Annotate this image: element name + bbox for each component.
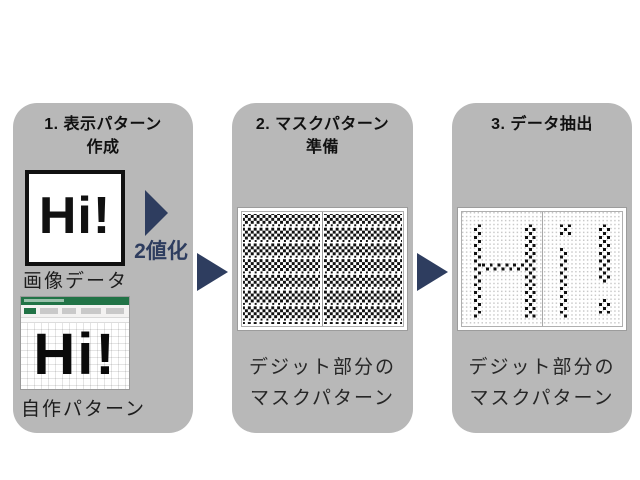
excel-screenshot: Hi! <box>20 296 130 390</box>
excel-ribbon-group-icon <box>81 308 101 314</box>
step2-title: 2. マスクパターン 準備 <box>232 113 413 159</box>
step2-caption-line1: デジット部分の <box>248 357 396 378</box>
step1-title: 1. 表示パターン 作成 <box>13 113 193 159</box>
image-data-box-text: Hi! <box>38 187 112 245</box>
step2-title-line1: 2. マスクパターン <box>255 116 390 133</box>
panel-step3: 3. データ抽出 デジット部分の マスクパターン <box>452 103 632 433</box>
step2-caption-line2: マスクパターン <box>249 388 396 410</box>
step3-caption-line1: デジット部分の <box>468 357 616 378</box>
step1-title-line1: 1. 表示パターン <box>44 116 162 133</box>
extracted-pattern-grid <box>461 211 623 327</box>
step-arrow-1-icon <box>197 253 228 291</box>
excel-formula-bar <box>21 318 129 323</box>
binarize-label: 2値化 <box>134 240 188 263</box>
extracted-pattern-image <box>457 207 627 331</box>
step2-caption: デジット部分の マスクパターン <box>232 352 413 415</box>
extract-pattern-svg <box>462 212 622 326</box>
excel-ribbon-group-icon <box>62 308 76 314</box>
excel-titlebar <box>21 297 129 305</box>
excel-sheet-grid: Hi! <box>21 323 129 389</box>
step3-title-line1: 3. データ抽出 <box>491 116 593 133</box>
mask-pattern-texture <box>241 211 404 327</box>
mask-pattern-image <box>237 207 408 331</box>
step3-title: 3. データ抽出 <box>452 113 632 136</box>
image-data-label: 画像データ <box>23 271 129 292</box>
step2-title-line2: 準備 <box>305 139 339 157</box>
excel-file-tab <box>24 308 36 314</box>
image-data-box: Hi! <box>25 170 125 266</box>
panel-step1: 1. 表示パターン 作成 Hi! 2値化 画像データ Hi! 自作パターン <box>13 103 193 433</box>
binarize-arrow-icon <box>145 190 168 236</box>
excel-sheet-text: Hi! <box>33 323 117 387</box>
step3-caption-line2: マスクパターン <box>469 388 615 410</box>
step-arrow-2-icon <box>417 253 448 291</box>
self-made-pattern-label: 自作パターン <box>21 399 147 420</box>
step3-caption: デジット部分の マスクパターン <box>452 352 632 415</box>
excel-ribbon <box>21 305 129 318</box>
step1-title-line2: 作成 <box>86 139 120 157</box>
panel-step2: 2. マスクパターン 準備 <box>232 103 413 433</box>
excel-ribbon-group-icon <box>40 308 58 314</box>
excel-ribbon-group-icon <box>106 308 124 314</box>
